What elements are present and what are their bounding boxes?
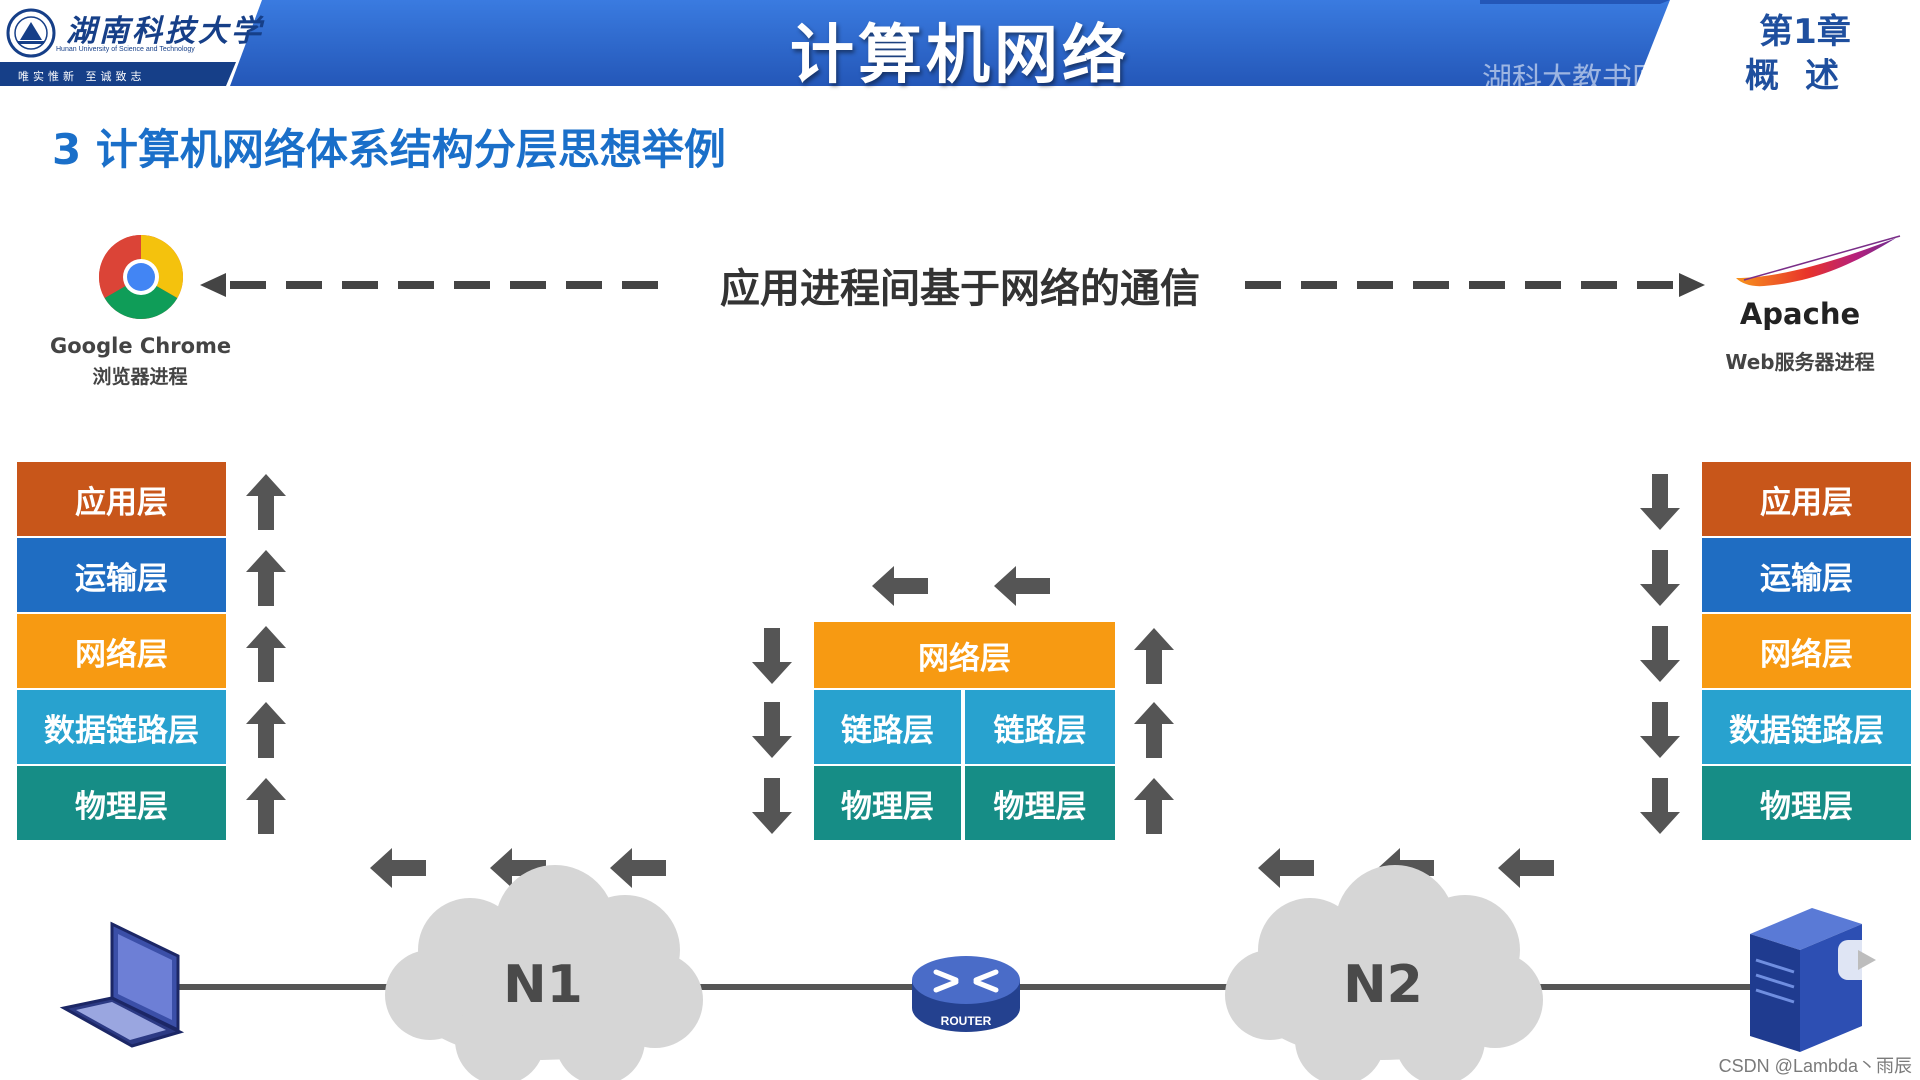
header-band xyxy=(0,0,1670,86)
client-physical-layer: 物理层 xyxy=(17,766,226,840)
client-datalink-layer: 数据链路层 xyxy=(17,690,226,766)
router-icon xyxy=(912,956,1020,1032)
apache-feather-icon xyxy=(1736,235,1901,287)
server-process-name: Apache xyxy=(1739,297,1861,331)
server-network-layer: 网络层 xyxy=(1702,614,1911,690)
server-application-layer: 应用层 xyxy=(1702,462,1911,538)
client-transport-layer: 运输层 xyxy=(17,538,226,614)
course-title: 计算机网络 xyxy=(790,19,1130,93)
university-english-name: Hunan University of Science and Technolo… xyxy=(56,46,195,53)
router-label: ROUTER xyxy=(940,1014,992,1028)
slide-header: 湖南科技大学 Hunan University of Science and T… xyxy=(0,0,1920,97)
laptop-icon xyxy=(59,921,185,1048)
server-physical-layer: 物理层 xyxy=(1702,766,1911,840)
client-application-layer: 应用层 xyxy=(17,462,226,538)
video-player-icon[interactable] xyxy=(1836,934,1894,982)
header-watermark: 湖科大教书匠 xyxy=(1482,62,1662,97)
network-n2-label: N2 xyxy=(1343,955,1423,1015)
router-physical-layer-left: 物理层 xyxy=(814,766,963,840)
university-motto: 唯实惟新 至诚致志 xyxy=(18,70,146,83)
server-transport-layer: 运输层 xyxy=(1702,538,1911,614)
footer-credit: CSDN @Lambda丶雨辰 xyxy=(1718,1056,1912,1076)
server-process-desc: Web服务器进程 xyxy=(1725,350,1875,374)
router-link-layer-left: 链路层 xyxy=(814,690,963,766)
chapter-subtitle: 概述 xyxy=(1745,56,1865,96)
dashed-communication-arrow xyxy=(200,273,1705,297)
chrome-logo-icon xyxy=(98,234,184,320)
router-physical-layer-right: 物理层 xyxy=(965,766,1115,840)
university-emblem-icon xyxy=(6,8,56,58)
client-network-layer: 网络层 xyxy=(17,614,226,690)
router-link-layer-right: 链路层 xyxy=(965,690,1115,766)
router-network-layer: 网络层 xyxy=(814,622,1115,690)
chapter-number: 第1章 xyxy=(1759,12,1851,52)
server-datalink-layer: 数据链路层 xyxy=(1702,690,1911,766)
university-logo-area: 湖南科技大学 Hunan University of Science and T… xyxy=(0,0,264,88)
client-process-desc: 浏览器进程 xyxy=(92,366,188,388)
client-process-name: Google Chrome xyxy=(50,334,232,358)
network-cloud-n2 xyxy=(1225,865,1543,1080)
network-n1-label: N1 xyxy=(503,955,583,1015)
communication-label: 应用进程间基于网络的通信 xyxy=(720,266,1200,312)
network-cloud-n1 xyxy=(385,865,703,1080)
slide-heading: 3 计算机网络体系结构分层思想举例 xyxy=(52,125,726,174)
university-name: 湖南科技大学 xyxy=(66,14,264,49)
